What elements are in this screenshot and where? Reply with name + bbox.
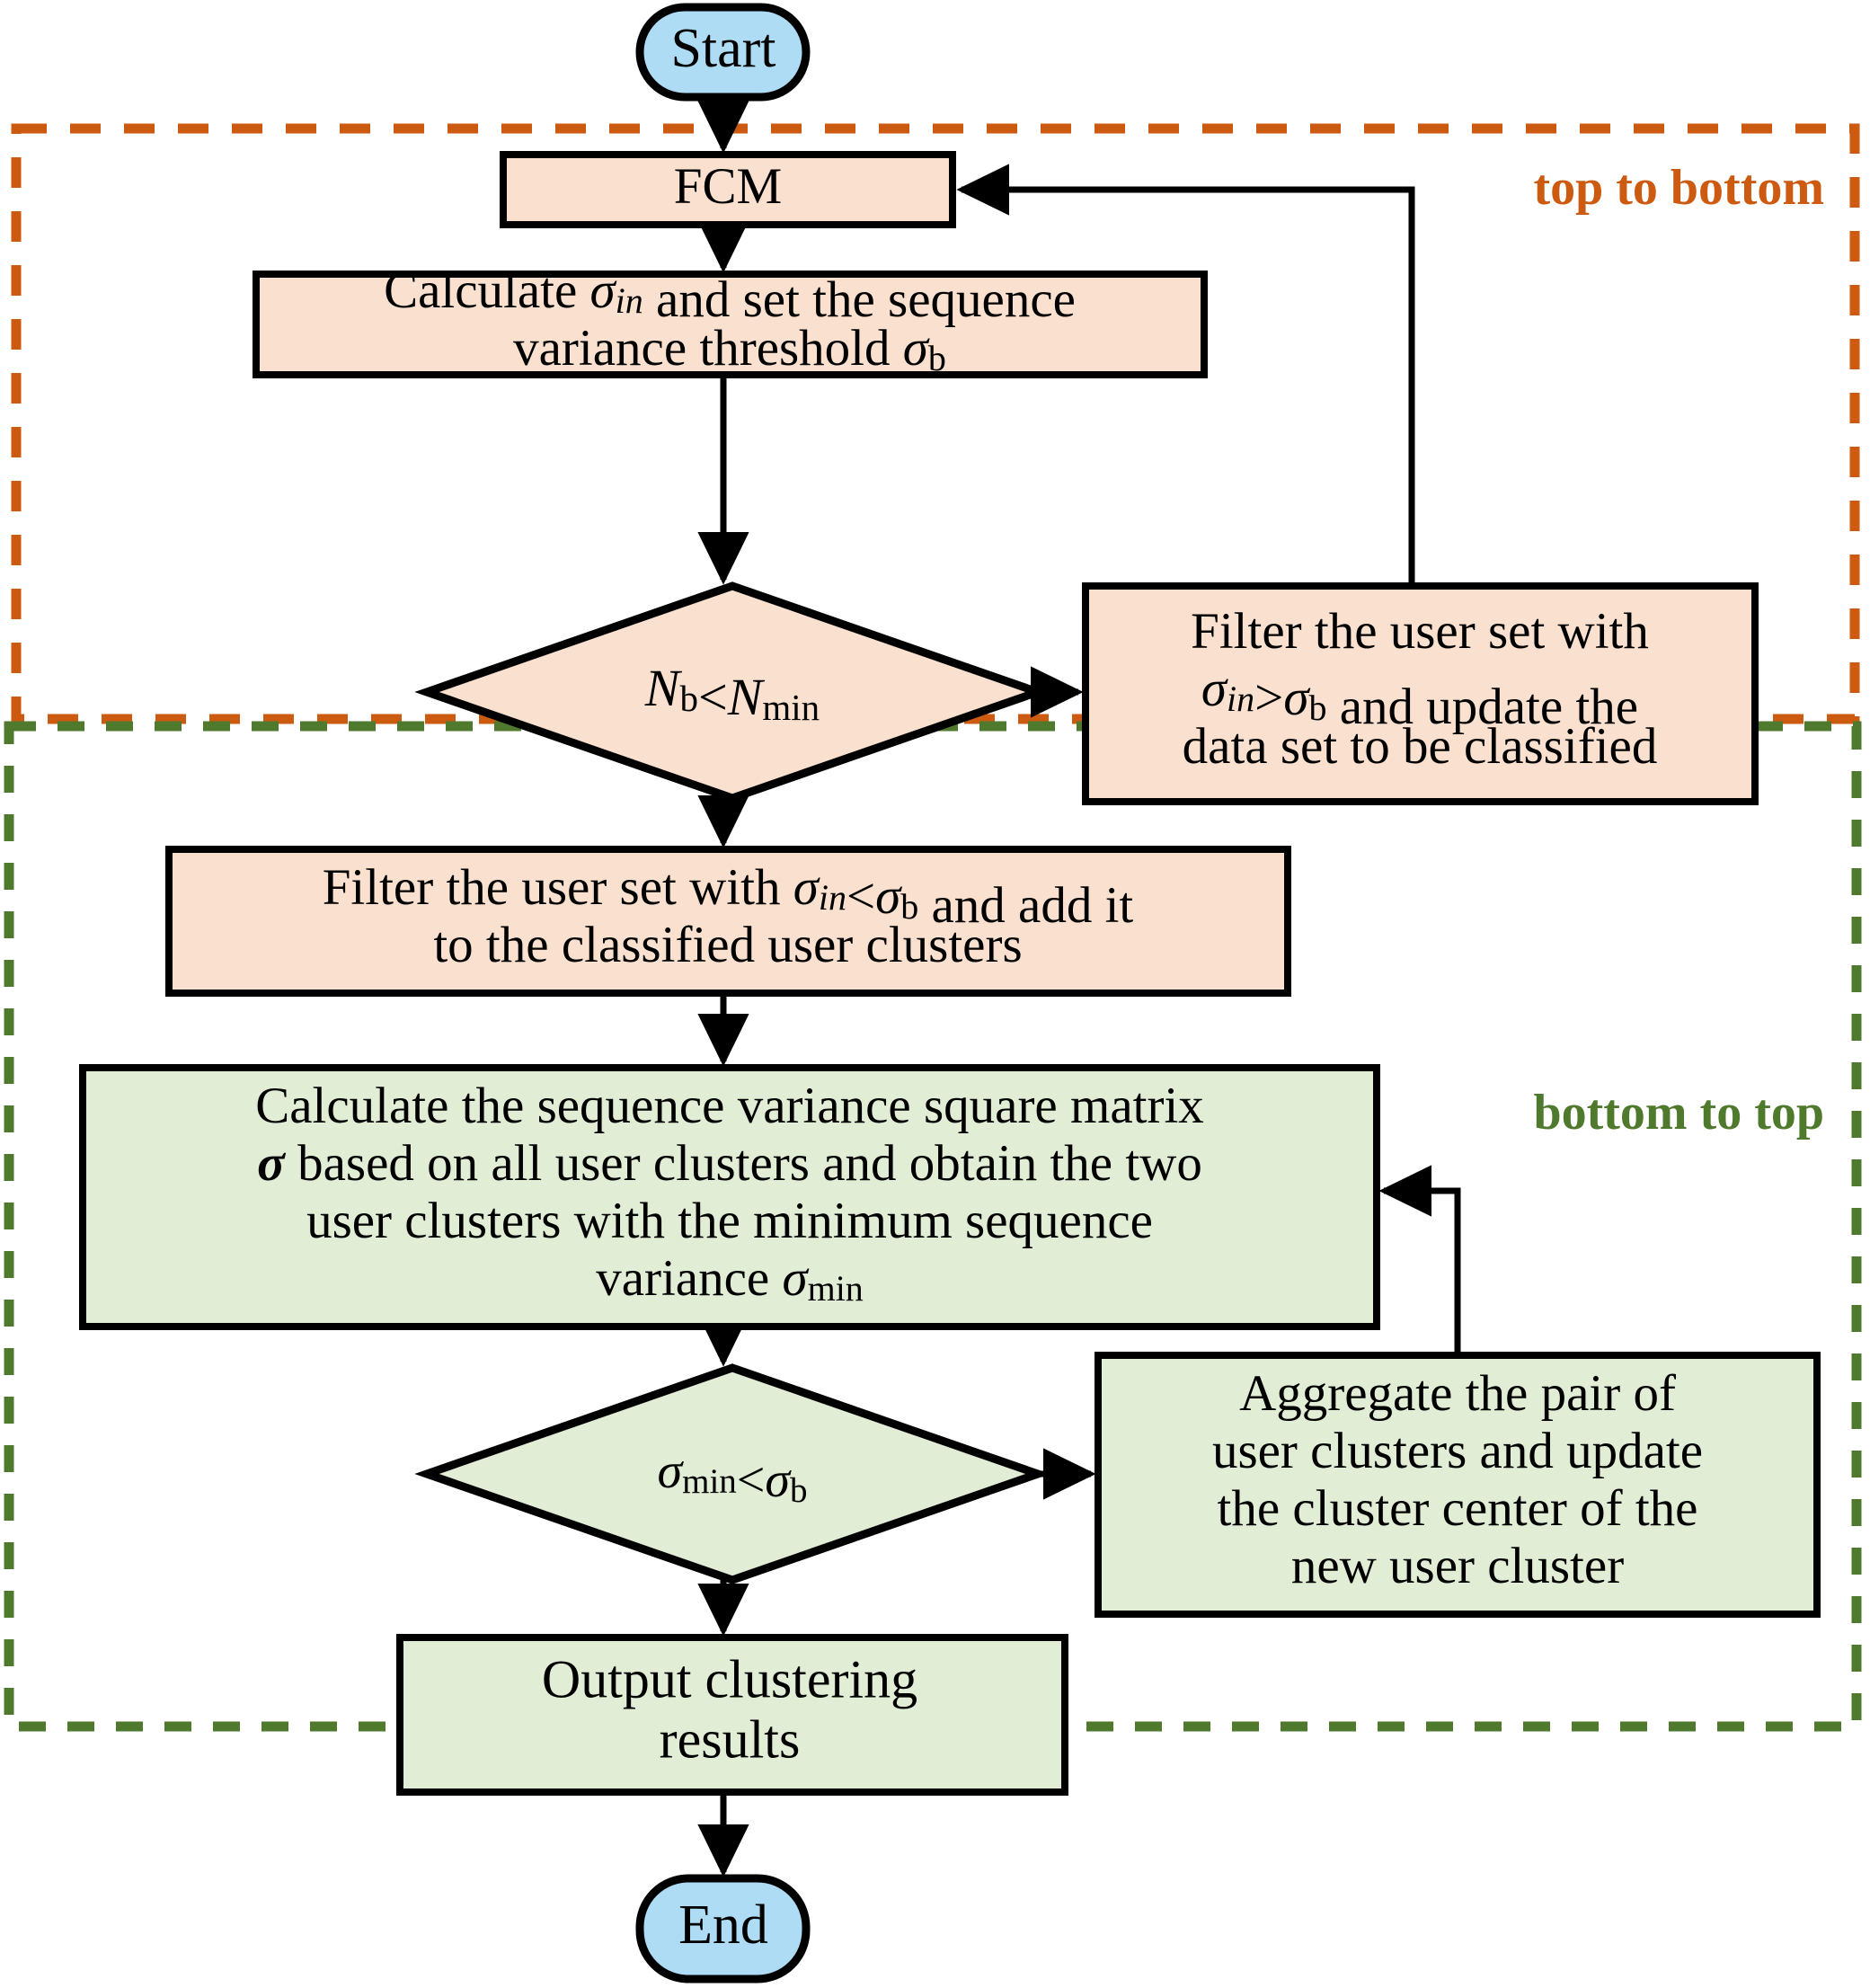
node-calculate-variance-matrix[interactable]: Calculate the sequence variance square m… xyxy=(79,1064,1380,1330)
connector-aggregate-to-calc-matrix-loop xyxy=(1378,1165,1461,1355)
node-decision-nb-nmin[interactable]: Nb<Nmin xyxy=(414,581,1050,803)
calc-sigma-threshold-label: Calculate σin and set the sequencevarian… xyxy=(384,262,1076,378)
svg-text:variance threshold σb: variance threshold σb xyxy=(513,320,946,378)
start-shape xyxy=(635,3,811,102)
svg-text:Filter the user set with: Filter the user set with xyxy=(1191,603,1649,660)
node-end[interactable]: End xyxy=(635,1874,811,1984)
decision-sigmamin-sigmab-label: σmin<σb xyxy=(657,1443,807,1510)
svg-text:results: results xyxy=(660,1709,801,1769)
connector-layer xyxy=(697,97,1461,1877)
calculate-variance-matrix-shape xyxy=(79,1064,1380,1330)
calc-sigma-threshold-shape xyxy=(253,271,1208,378)
node-fcm[interactable]: FCM xyxy=(500,151,956,228)
start-label: Start xyxy=(670,18,775,79)
decision-nb-nmin-shape xyxy=(414,581,1050,803)
filter-user-set-less-shape xyxy=(165,846,1291,997)
end-label: End xyxy=(678,1895,768,1956)
fcm-label: FCM xyxy=(674,158,782,215)
svg-text:the cluster center of the: the cluster center of the xyxy=(1218,1480,1698,1537)
svg-text:Aggregate the pair of: Aggregate the pair of xyxy=(1239,1365,1676,1422)
region-top-to-bottom-label: top to bottom xyxy=(1533,160,1824,216)
node-decision-sigmamin-sigmab[interactable]: σmin<σb xyxy=(414,1363,1050,1584)
region-bottom-to-top-label: bottom to top xyxy=(1533,1085,1824,1140)
svg-text:user clusters with the minimum: user clusters with the minimum sequence xyxy=(306,1193,1153,1249)
svg-text:Output clustering: Output clustering xyxy=(542,1649,917,1708)
filter-user-set-greater-shape xyxy=(1082,582,1759,805)
connector-filter-gt-to-fcm-loop xyxy=(956,164,1415,586)
fcm-shape xyxy=(500,151,956,228)
svg-text:Filter the user set with σin<σ: Filter the user set with σin<σb and add … xyxy=(323,859,1134,934)
svg-text:variance σmin: variance σmin xyxy=(596,1250,864,1309)
output-clustering-results-shape xyxy=(396,1634,1068,1796)
svg-text:Nb<Nmin: Nb<Nmin xyxy=(644,659,820,728)
svg-text:σ based on all user clusters a: σ based on all user clusters and obtain … xyxy=(257,1135,1202,1192)
svg-text:data set to be classified: data set to be classified xyxy=(1183,718,1658,775)
filter-user-set-less-label: Filter the user set with σin<σb and add … xyxy=(323,859,1134,973)
decision-nb-nmin-label: Nb<Nmin xyxy=(644,659,820,728)
calculate-variance-matrix-label: Calculate the sequence variance square m… xyxy=(255,1078,1204,1309)
svg-text:Calculate σin and set the sequ: Calculate σin and set the sequence xyxy=(384,262,1076,328)
svg-text:to the classified user cluster: to the classified user clusters xyxy=(433,917,1022,973)
end-shape xyxy=(635,1874,811,1984)
decision-sigmamin-sigmab-shape xyxy=(414,1363,1050,1584)
aggregate-clusters-shape xyxy=(1095,1352,1821,1618)
svg-text:σmin<σb: σmin<σb xyxy=(657,1443,807,1510)
svg-text:new user cluster: new user cluster xyxy=(1291,1538,1624,1594)
svg-text:σin>σb and update the: σin>σb and update the xyxy=(1201,661,1638,735)
svg-text:Calculate the sequence varianc: Calculate the sequence variance square m… xyxy=(255,1078,1204,1134)
svg-text:user clusters and update: user clusters and update xyxy=(1212,1423,1703,1479)
node-filter-user-set-less[interactable]: Filter the user set with σin<σb and add … xyxy=(165,846,1291,997)
node-calc-sigma-threshold[interactable]: Calculate σin and set the sequencevarian… xyxy=(253,262,1208,378)
node-start[interactable]: Start xyxy=(635,3,811,102)
